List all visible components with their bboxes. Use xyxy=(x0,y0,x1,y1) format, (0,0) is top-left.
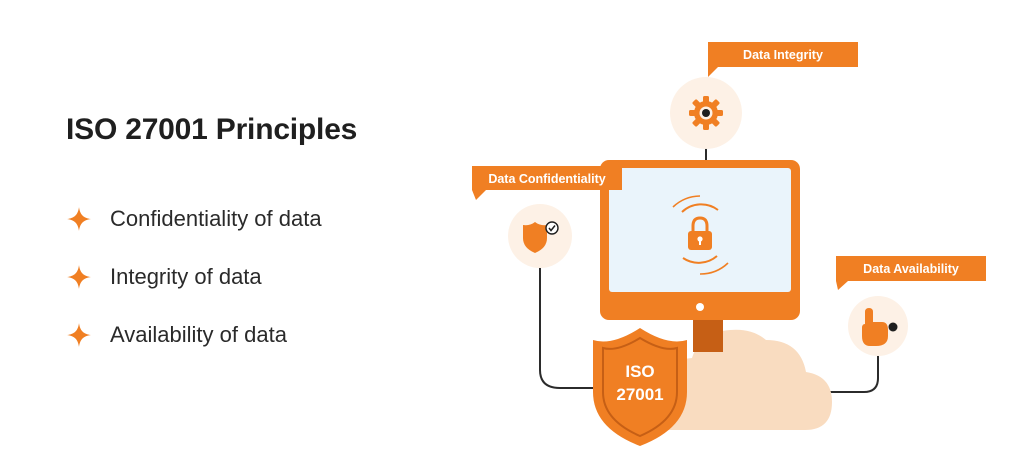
data-integrity-label: Data Integrity xyxy=(743,48,823,62)
page-title: ISO 27001 Principles xyxy=(66,113,358,146)
shield-check-icon xyxy=(523,221,559,253)
iso-diagram: ISO 27001 Data Integrity Data Confidenti… xyxy=(472,42,986,446)
principle-label: Availability of data xyxy=(110,322,287,347)
sparkle-icon xyxy=(67,265,91,289)
data-confidentiality-callout: Data Confidentiality xyxy=(472,166,622,268)
list-item: Confidentiality of data xyxy=(66,190,322,248)
shield-text-line2: 27001 xyxy=(616,385,663,404)
gear-icon xyxy=(689,96,723,130)
iso-shield: ISO 27001 xyxy=(593,328,687,446)
data-integrity-callout: Data Integrity xyxy=(670,42,858,149)
data-availability-label: Data Availability xyxy=(863,262,959,276)
monitor xyxy=(600,160,800,352)
principle-label: Integrity of data xyxy=(110,264,262,289)
sparkle-icon xyxy=(67,207,91,231)
principles-list: Confidentiality of data Integrity of dat… xyxy=(66,190,322,364)
cloud-icon xyxy=(639,329,832,430)
principle-label: Confidentiality of data xyxy=(110,206,322,231)
sparkle-icon xyxy=(67,323,91,347)
list-item: Availability of data xyxy=(66,306,322,364)
list-item: Integrity of data xyxy=(66,248,322,306)
shield-text-line1: ISO xyxy=(625,362,654,381)
data-availability-callout: Data Availability xyxy=(836,256,986,356)
padlock-icon xyxy=(672,195,729,275)
hand-pointer-icon xyxy=(862,308,898,346)
data-confidentiality-label: Data Confidentiality xyxy=(488,172,605,186)
